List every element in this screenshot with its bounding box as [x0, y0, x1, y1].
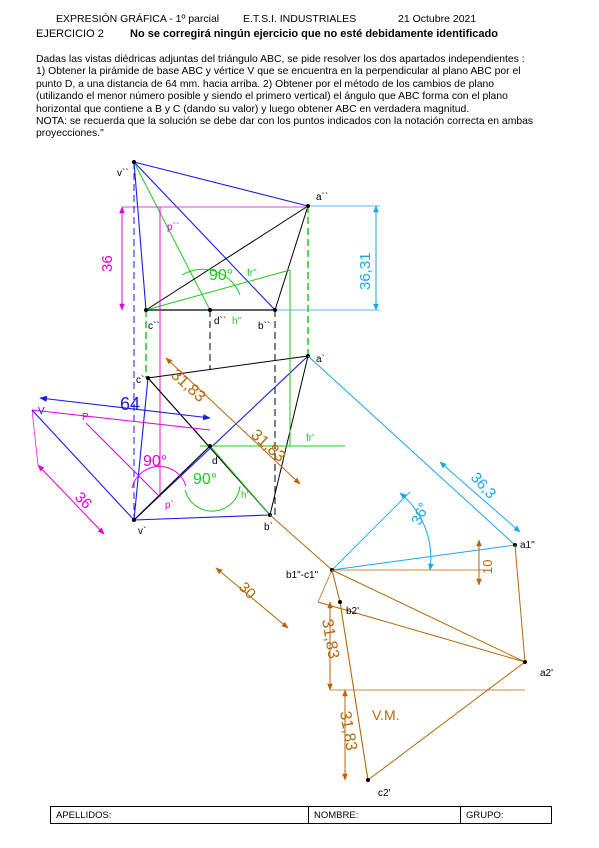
dim-30-line [215, 567, 289, 629]
statement-line: horizontal que contiene a B y C (dando s… [36, 103, 470, 115]
label-a1: a` [316, 353, 325, 365]
statement-line: punto D, a una distancia de 64 mm. hacia… [36, 78, 495, 90]
angle-90-left-arc [131, 465, 187, 489]
label-v2: v`` [117, 167, 129, 179]
line-fr-vertical [145, 269, 291, 311]
problem-statement: Dadas las vistas diédricas adjuntas del … [36, 54, 576, 141]
dim-3183-c-text: 31,83 [318, 618, 342, 660]
point-d-vertical [208, 308, 212, 312]
plane-change-two: b2' a2' c2' V.M. 31,83 31,83 [317, 544, 553, 799]
label-b2n: b2' [346, 606, 359, 617]
dim-90-left-text: 90° [143, 453, 167, 470]
label-V: V [38, 406, 45, 417]
statement-line: 1) Obtener la pirámide de base ABC y vér… [36, 66, 521, 78]
group-field[interactable]: GRUPO: [466, 810, 504, 821]
point-a2 [523, 660, 527, 664]
label-fr2: fr" [247, 268, 257, 279]
point-b2 [338, 600, 342, 604]
label-a1n: a1" [520, 540, 535, 551]
dim-ref-36-left [31, 409, 39, 466]
dim-3183-d-text: 31,83 [336, 710, 360, 752]
label-p1: p` [165, 499, 174, 511]
edge-ba-vertical [274, 205, 309, 311]
label-d2: d`` [214, 315, 226, 327]
projection-a1-down [514, 544, 526, 663]
label-c1: c` [136, 374, 144, 386]
dim-90-mid-text: 90° [193, 471, 217, 488]
point-c2 [366, 778, 370, 782]
dim-30-ref [317, 569, 333, 603]
statement-line: NOTA: se recuerda que la solución se deb… [36, 116, 534, 128]
header-date: 21 Octubre 2021 [398, 13, 477, 25]
label-b2: b`` [258, 320, 270, 332]
identification-footer: APELLIDOS: NOMBRE: GRUPO: [50, 806, 552, 824]
label-p2: p`` [167, 221, 179, 233]
label-fr1: fr' [306, 433, 314, 444]
dim-3183-a-line [165, 357, 301, 485]
projection-b-to-b1 [269, 514, 333, 571]
axis-vd-vertical [133, 161, 211, 311]
name-field[interactable]: NOMBRE: [309, 807, 461, 823]
edge-vb-horizontal [133, 514, 271, 521]
label-h1: h' [241, 490, 249, 501]
edge-vb-vertical [133, 161, 276, 311]
label-a2n: a2' [540, 668, 553, 679]
label-h2: h" [232, 316, 242, 327]
edge-ba-horizontal [269, 355, 309, 516]
header-school: E.T.S.I. INDUSTRIALES [243, 13, 357, 25]
plane-change-one: a1" b1"-c1" 36,3 36° 10 30 [215, 355, 535, 629]
edge-vc-vertical [133, 161, 147, 311]
statement-line: proyecciones." [36, 128, 104, 140]
edge-ca-vertical [145, 205, 309, 311]
dim-36-top-text: 36 [99, 255, 116, 272]
projection-a1-a2 [331, 569, 526, 663]
edge-b2-c2 [339, 601, 369, 781]
label-vm: V.M. [372, 707, 400, 723]
point-v-horizontal [132, 518, 136, 522]
dim-3631-text: 36,31 [357, 252, 374, 290]
point-d-horizontal [208, 444, 212, 448]
projection-b1-b2 [331, 569, 341, 603]
label-v1: v` [138, 525, 146, 537]
edge-b2-a2 [317, 601, 526, 663]
dim-363-line [439, 461, 521, 533]
statement-line: (utilizando el menor número posible y si… [36, 91, 508, 103]
edge-va-vertical [133, 161, 309, 207]
reference-line [331, 491, 411, 571]
label-P: P [82, 412, 89, 423]
label-d1: d` [212, 455, 221, 467]
surname-field[interactable]: APELLIDOS: [51, 807, 309, 823]
exercise-number: EJERCICIO 2 [36, 28, 104, 40]
identification-warning: No se corregirá ningún ejercicio que no … [130, 28, 498, 40]
dim-363-text: 36,3 [467, 469, 499, 502]
angle-90-mid-arc [184, 485, 241, 512]
dim-36deg-text: 36° [408, 500, 433, 528]
dim-36-left [37, 464, 105, 535]
dim-36-left-text: 36 [71, 489, 95, 513]
dim-30-text: 30 [235, 579, 259, 603]
point-c-horizontal [146, 376, 150, 380]
header-subject: EXPRESIÓN GRÁFICA - 1º parcial [56, 13, 220, 25]
statement-line: Dadas las vistas diédricas adjuntas del … [36, 54, 525, 65]
label-a2: a`` [316, 191, 328, 203]
dim-90-top: 90° [209, 267, 233, 284]
dim-10-text: 10 [480, 560, 495, 574]
vertical-projection: v`` a`` c`` d`` h" b`` fr" p`` 90° 36 36… [99, 160, 380, 520]
point-c-vertical [144, 308, 148, 312]
point-v-vertical [132, 160, 136, 164]
label-c2n: c2' [378, 788, 391, 799]
label-b1: b` [264, 521, 273, 533]
label-c2: c`` [148, 320, 160, 332]
angle-36-arc [399, 492, 434, 571]
point-b-vertical [273, 308, 277, 312]
label-b1c1: b1"-c1" [286, 570, 319, 581]
point-a-vertical [306, 204, 310, 208]
line-P-p1 [85, 422, 161, 498]
angle-90-arc [181, 268, 241, 296]
edge-c2-a2 [367, 661, 526, 781]
dim-64-text: 64 [120, 394, 140, 414]
